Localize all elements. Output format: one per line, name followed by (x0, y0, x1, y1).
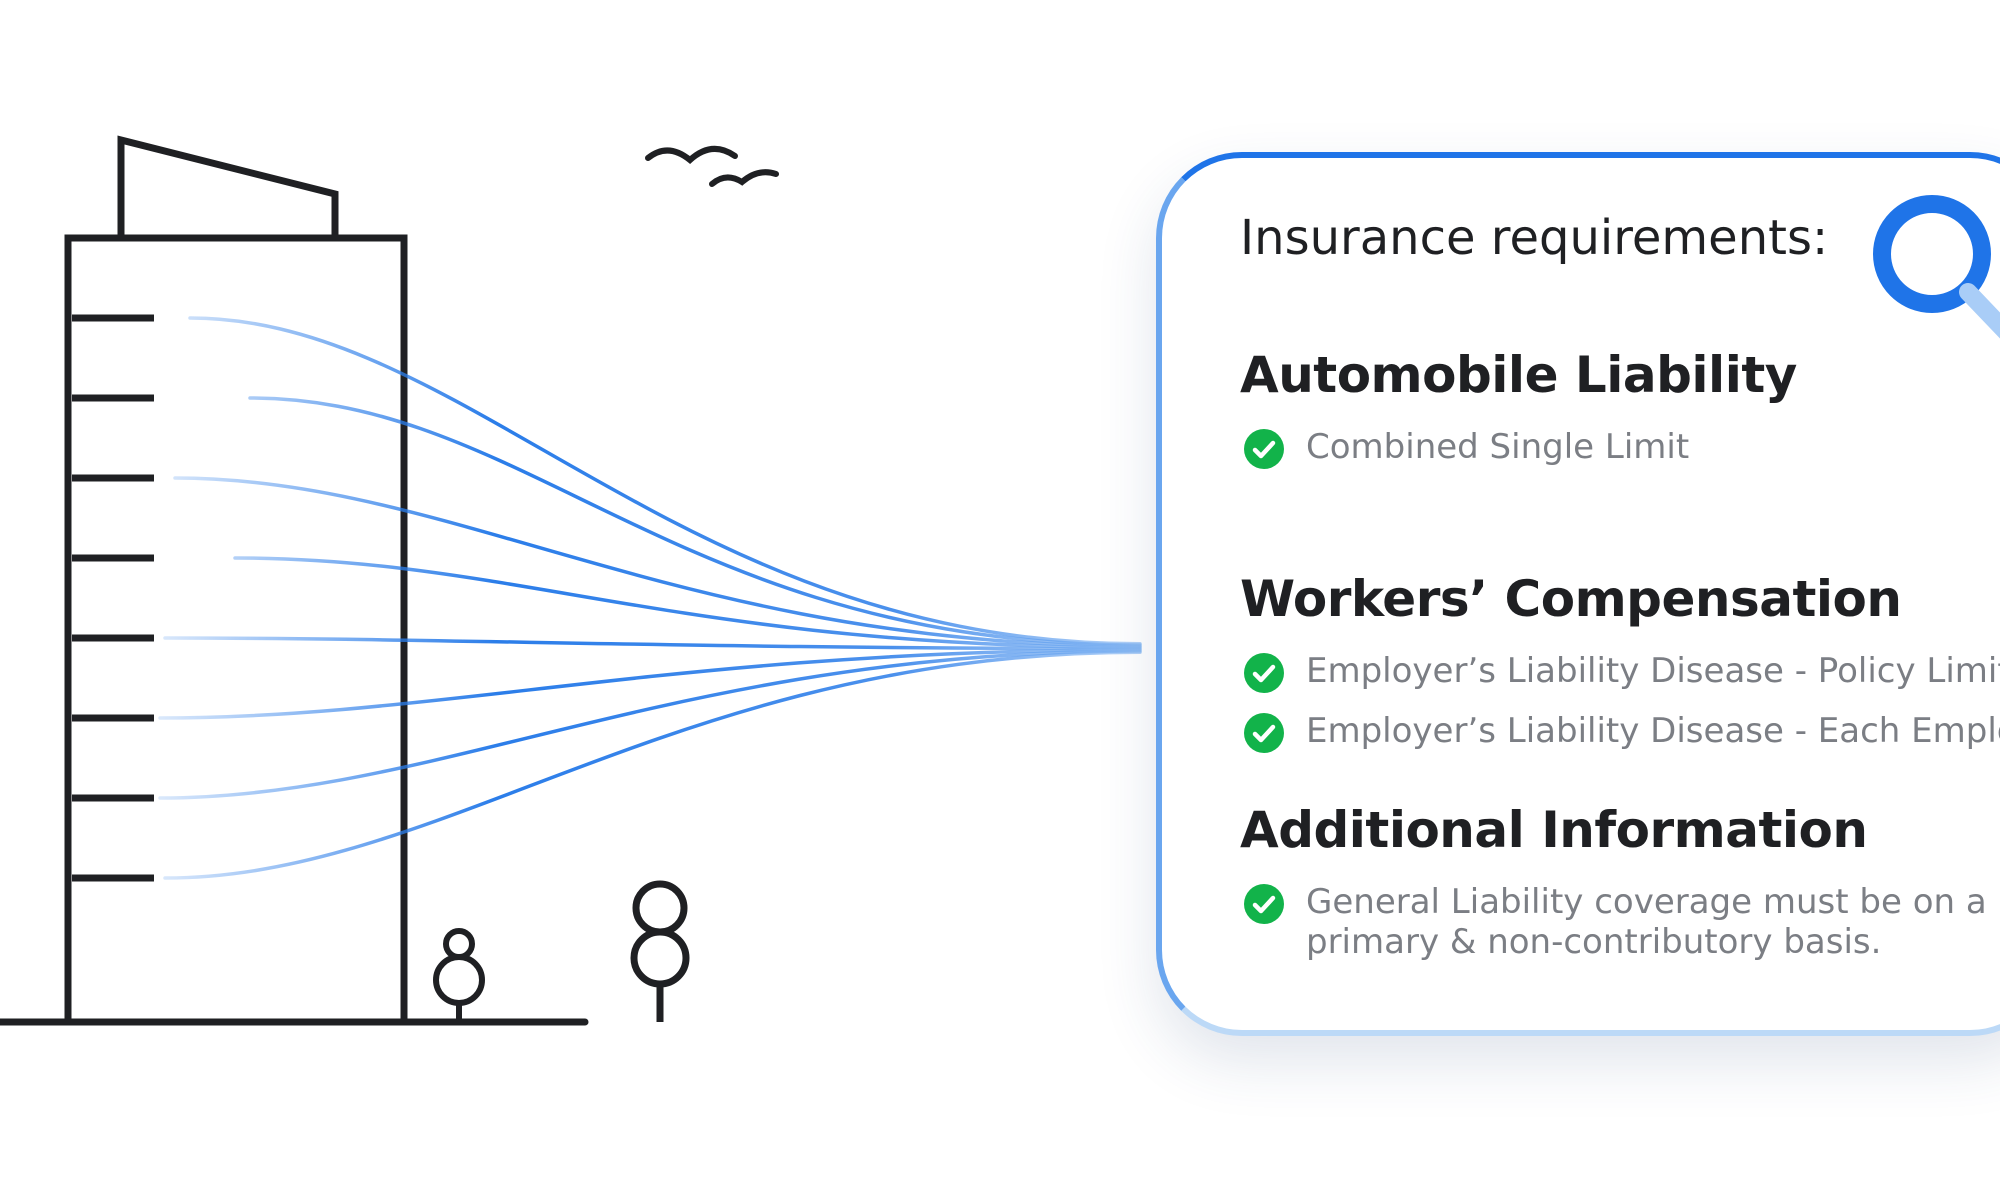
requirements-card (1156, 152, 2000, 1036)
check-circle-icon (1244, 884, 1284, 924)
requirement-item: Combined Single Limit (1244, 427, 1689, 469)
building-icon (64, 135, 408, 1026)
requirement-text: Employer’s Liability Disease - Policy Li… (1306, 651, 2000, 691)
tall-tree-icon (630, 880, 690, 1022)
check-circle-icon (1244, 653, 1284, 693)
small-tree-icon (433, 928, 485, 1022)
flow-line (163, 650, 1142, 880)
requirement-item: Employer’s Liability Disease - Policy Li… (1244, 651, 2000, 693)
magnifier-icon (1873, 195, 2000, 339)
section-title-workers-compensation: Workers’ Compensation (1240, 570, 1902, 628)
card-title: Insurance requirements: (1240, 210, 1829, 266)
flow-line (248, 396, 1142, 647)
check-circle-icon (1244, 713, 1284, 753)
flow-line (188, 316, 1142, 646)
section-title-additional-information: Additional Information (1240, 801, 1868, 859)
requirement-text: Employer’s Liability Disease - Each Empl… (1306, 711, 2000, 751)
floor-ticks (72, 314, 154, 882)
requirement-text: General Liability coverage must be on a … (1306, 882, 1987, 962)
flow-line (233, 556, 1142, 650)
requirement-item: Employer’s Liability Disease - Each Empl… (1244, 711, 2000, 753)
birds-icon (645, 146, 779, 187)
requirement-text: Combined Single Limit (1306, 427, 1690, 467)
flow-line (158, 648, 1142, 720)
flow-line (158, 649, 1142, 800)
section-title-automobile-liability: Automobile Liability (1240, 346, 1797, 404)
flow-line (173, 476, 1142, 648)
check-circle-icon (1244, 429, 1284, 469)
requirement-item: General Liability coverage must be on a … (1244, 882, 2000, 962)
data-flow-lines (158, 316, 1142, 880)
flow-line (163, 636, 1142, 651)
